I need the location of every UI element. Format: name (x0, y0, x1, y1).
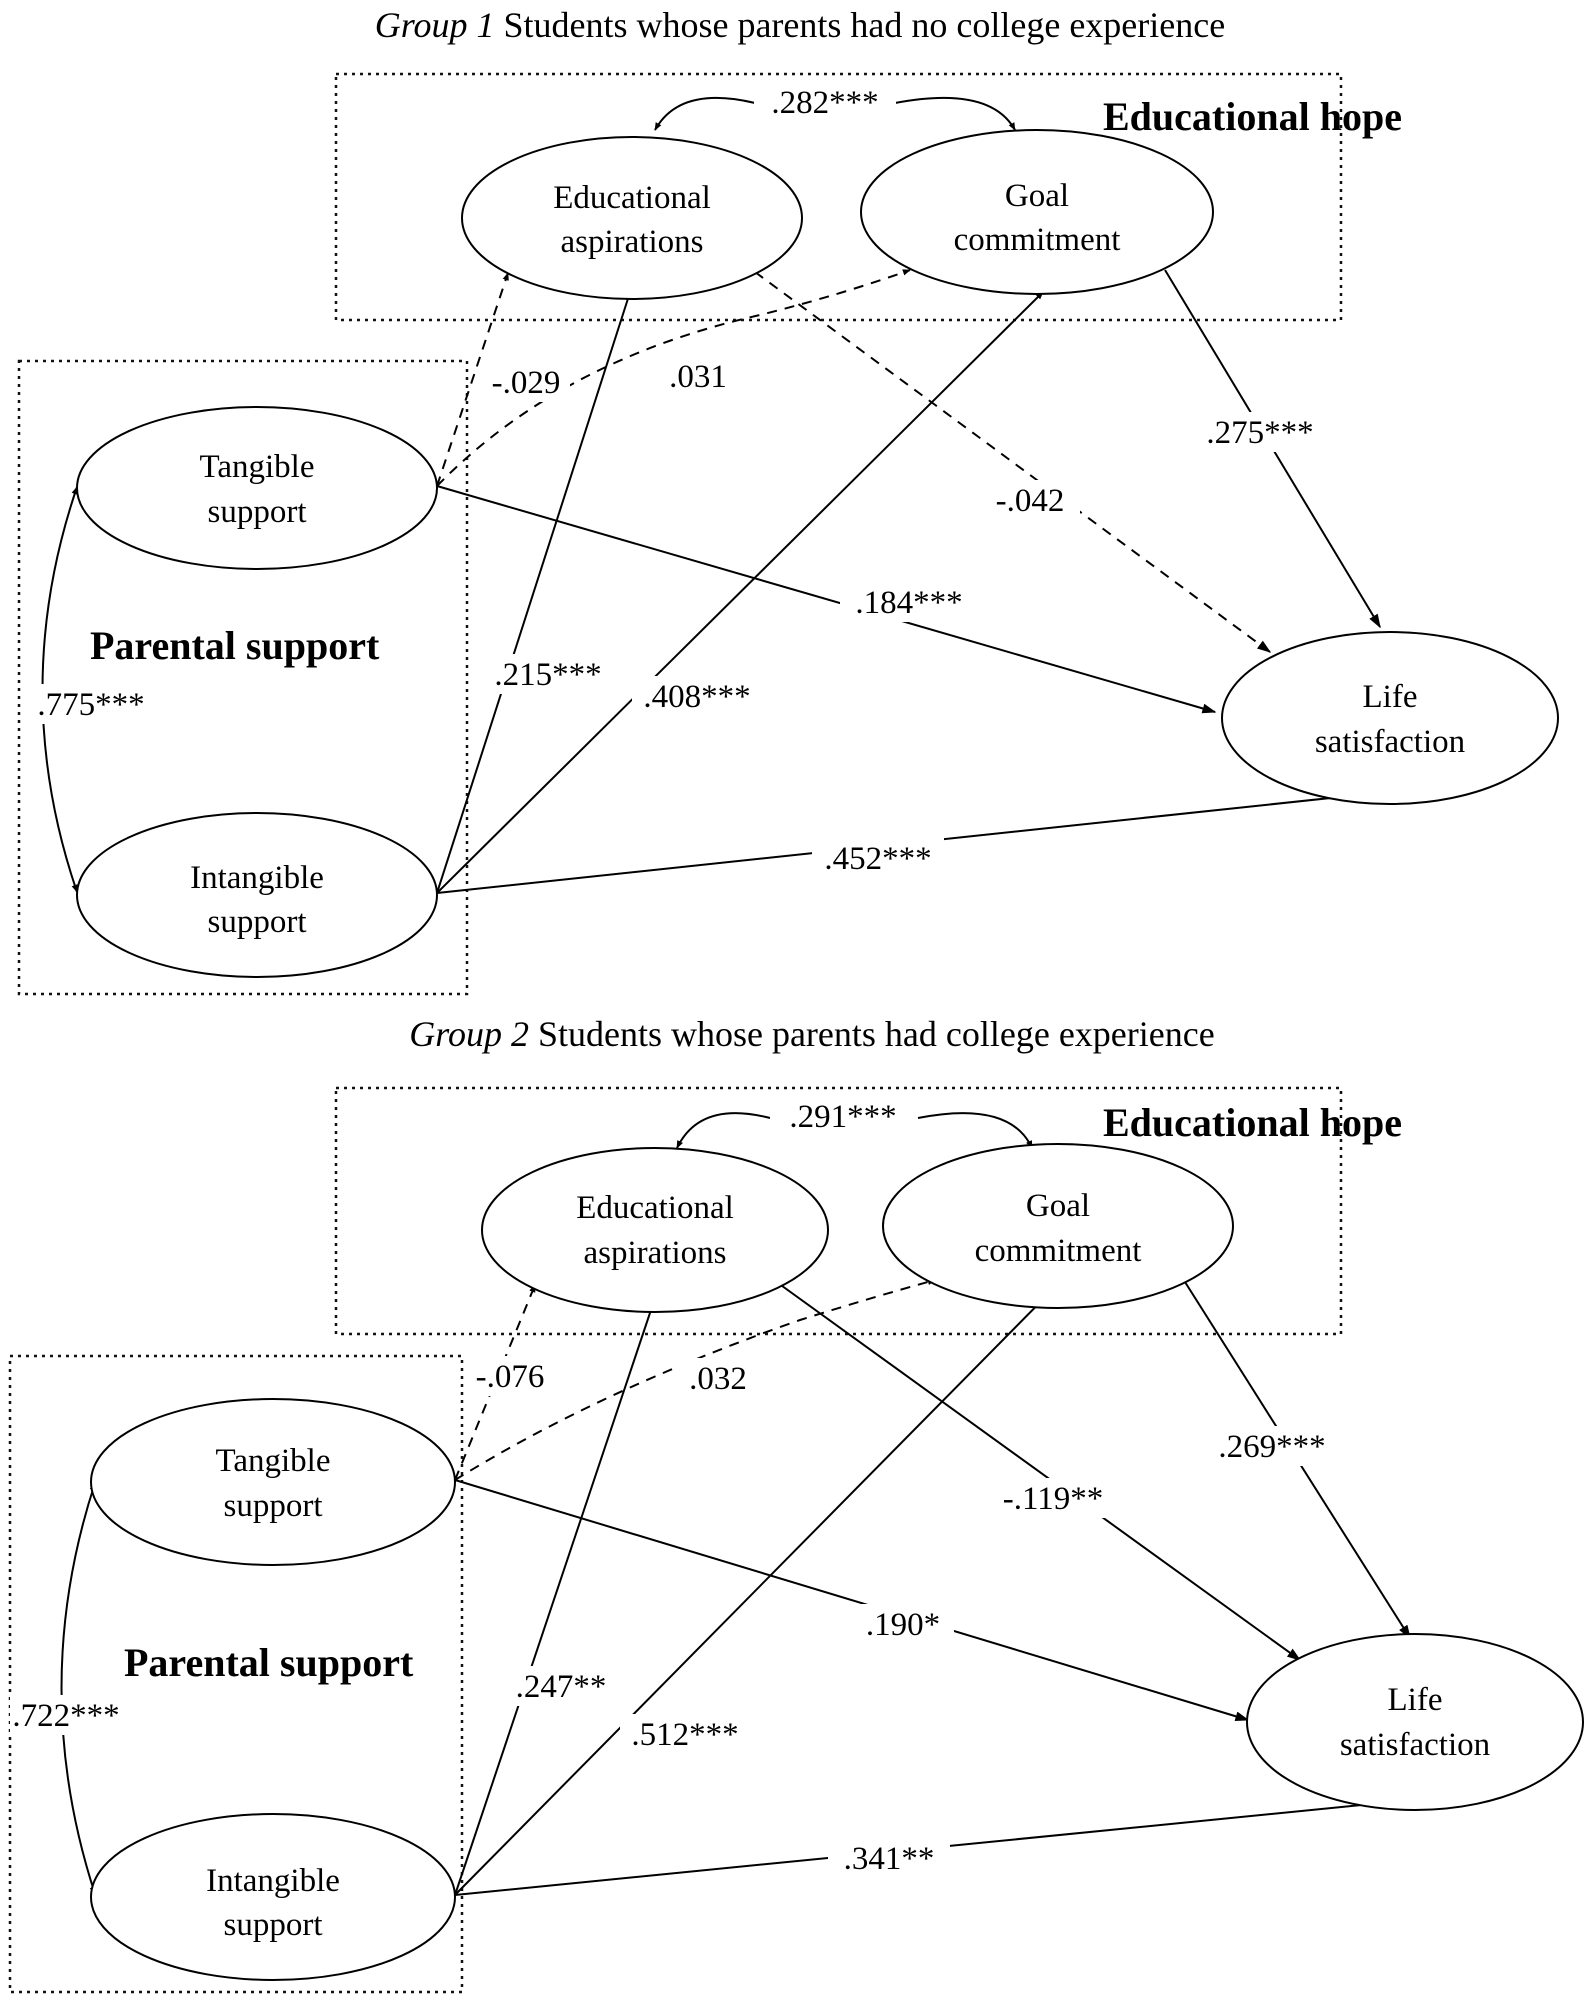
coef-tangible-edu: -.076 (464, 1356, 556, 1396)
coef-edu-life: -.119** (992, 1478, 1114, 1518)
svg-text:Life: Life (1388, 1682, 1443, 1718)
group-1-title: Group 1 Students whose parents had no co… (375, 5, 1225, 45)
path-intangible-goal (436, 291, 1044, 894)
coef-intangible-edu: .215*** (483, 654, 613, 694)
coef-tangible-intangible: .775*** (28, 684, 154, 724)
coef-intangible-life: .452*** (812, 838, 944, 878)
parental-support-label: Parental support (124, 1640, 414, 1685)
coef-edu-goal: .282*** (754, 82, 896, 122)
coef-tangible-edu: -.029 (482, 362, 570, 402)
svg-text:.215***: .215*** (494, 657, 601, 693)
coef-edu-goal: .291*** (770, 1096, 918, 1136)
educational-hope-label: Educational hope (1103, 1100, 1402, 1145)
coef-intangible-goal: .512*** (620, 1714, 750, 1754)
svg-text:.184***: .184*** (855, 585, 962, 621)
parental-support-box (8, 1354, 464, 1994)
svg-text:Intangible: Intangible (206, 1863, 340, 1899)
parental-support-label: Parental support (90, 623, 380, 668)
svg-text:Educational: Educational (576, 1190, 734, 1226)
svg-text:.269***: .269*** (1218, 1429, 1325, 1465)
path-tangible-life (436, 485, 1217, 714)
coef-intangible-goal: .408*** (632, 676, 762, 716)
svg-text:.775***: .775*** (37, 687, 144, 723)
svg-text:.722***: .722*** (12, 1698, 119, 1734)
svg-text:Goal: Goal (1005, 178, 1069, 214)
coef-intangible-life: .341** (828, 1838, 950, 1878)
group-2-diagram: Group 2 Students whose parents had colle… (8, 1014, 1584, 1994)
svg-text:.282***: .282*** (771, 85, 878, 121)
path-intangible-goal (454, 1271, 1071, 1896)
node-life-satisfaction: Life satisfaction (1246, 1633, 1584, 1811)
path-intangible-edu (454, 1291, 658, 1896)
path-tangible-goal (436, 269, 911, 487)
parental-support-box (17, 359, 469, 996)
svg-text:Tangible: Tangible (216, 1443, 331, 1479)
svg-text:Life: Life (1363, 679, 1418, 715)
path-tangible-intangible (60, 1482, 96, 1895)
path-tangible-edu (436, 272, 509, 487)
svg-text:.190*: .190* (866, 1607, 940, 1643)
svg-text:.032: .032 (689, 1361, 747, 1397)
path-edu-goal-right (894, 96, 1016, 131)
svg-text:aspirations: aspirations (584, 1235, 727, 1271)
svg-text:commitment: commitment (954, 222, 1121, 258)
educational-hope-label: Educational hope (1103, 94, 1402, 139)
group-2-title: Group 2 Students whose parents had colle… (409, 1014, 1214, 1054)
svg-text:Goal: Goal (1026, 1188, 1090, 1224)
svg-text:-.042: -.042 (996, 483, 1065, 519)
svg-text:.452***: .452*** (824, 841, 931, 877)
node-intangible-support: Intangible support (90, 1813, 456, 1981)
node-life-satisfaction: Life satisfaction (1221, 631, 1559, 805)
svg-text:-.119**: -.119** (1003, 1481, 1104, 1517)
svg-text:support: support (224, 1488, 323, 1524)
coef-goal-life: .275*** (1195, 412, 1325, 452)
node-educational-aspirations: Educational aspirations (461, 136, 803, 300)
svg-text:.247**: .247** (516, 1669, 607, 1705)
educational-hope-box (334, 72, 1343, 322)
svg-text:satisfaction: satisfaction (1315, 724, 1465, 760)
coef-tangible-goal: .032 (677, 1358, 759, 1398)
coef-intangible-edu: .247** (503, 1666, 619, 1706)
path-edu-goal-right (917, 1112, 1033, 1149)
svg-text:aspirations: aspirations (561, 224, 704, 260)
svg-text:.512***: .512*** (631, 1717, 738, 1753)
node-educational-aspirations: Educational aspirations (481, 1147, 829, 1313)
coef-tangible-goal: .031 (658, 356, 738, 396)
group-1-diagram: Group 1 Students whose parents had no co… (17, 5, 1559, 996)
path-edu-goal-left (654, 96, 756, 131)
path-edu-goal-left (676, 1112, 771, 1149)
svg-text:.291***: .291*** (789, 1099, 896, 1135)
coef-tangible-life: .184*** (840, 582, 978, 622)
path-edu-life (777, 1282, 1302, 1661)
svg-text:-.076: -.076 (476, 1359, 545, 1395)
svg-text:support: support (208, 494, 307, 530)
node-intangible-support: Intangible support (76, 812, 438, 978)
svg-text:satisfaction: satisfaction (1340, 1727, 1490, 1763)
svg-text:support: support (224, 1907, 323, 1943)
svg-text:Intangible: Intangible (190, 860, 324, 896)
coef-edu-life: -.042 (980, 480, 1080, 520)
svg-text:.275***: .275*** (1206, 415, 1313, 451)
node-tangible-support: Tangible support (76, 406, 438, 570)
svg-text:.408***: .408*** (643, 679, 750, 715)
node-tangible-support: Tangible support (90, 1398, 456, 1566)
svg-text:Educational: Educational (553, 180, 711, 216)
svg-text:-.029: -.029 (492, 365, 561, 401)
path-intangible-edu (436, 282, 634, 894)
coef-tangible-intangible: .722*** (10, 1695, 130, 1735)
node-goal-commitment: Goal commitment (860, 129, 1214, 295)
svg-text:support: support (208, 904, 307, 940)
coef-tangible-life: .190* (852, 1604, 954, 1644)
svg-text:Tangible: Tangible (200, 449, 315, 485)
svg-text:.031: .031 (669, 359, 727, 395)
path-edu-life (754, 271, 1272, 653)
educational-hope-box (334, 1086, 1343, 1336)
svg-text:commitment: commitment (975, 1233, 1142, 1269)
path-tangible-life (454, 1479, 1250, 1722)
svg-text:.341**: .341** (844, 1841, 935, 1877)
coef-goal-life: .269*** (1206, 1426, 1338, 1466)
node-goal-commitment: Goal commitment (882, 1143, 1234, 1309)
